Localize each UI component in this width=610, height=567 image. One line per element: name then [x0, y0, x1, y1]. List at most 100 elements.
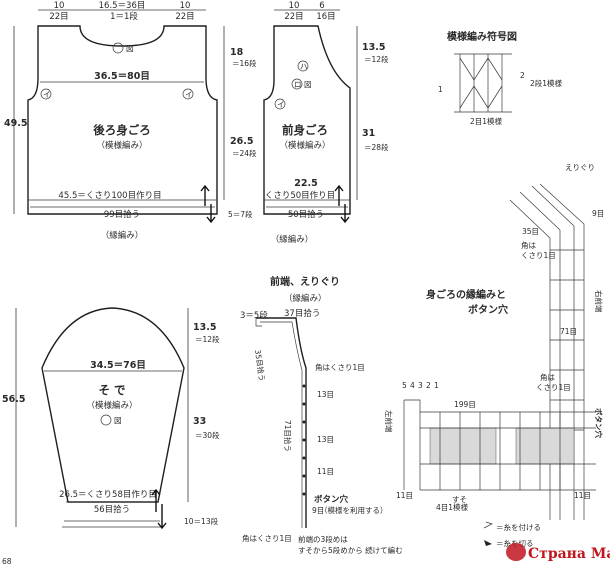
border-row-1: 1: [434, 381, 439, 390]
border-row-3: 3: [418, 381, 423, 390]
neckband-piece: 前端、えりぐり （縁編み） 3＝5段 37目拾う 35目拾う 角はくさり1目 1…: [240, 275, 403, 555]
attach-yarn-icon: [483, 521, 493, 529]
logo-text: Страна Мам: [528, 546, 610, 562]
symbol-repeat: 2目1模様: [470, 116, 503, 126]
front-bottom-cast: くさり50目作り目: [265, 190, 335, 201]
front-title: 前身ごろ: [282, 123, 328, 137]
neckband-title: 前端、えりぐり: [270, 275, 340, 288]
down-arrow-icon: [206, 204, 216, 224]
sleeve-pattern: （模様編み）: [86, 400, 137, 411]
border-n11b: 11目: [574, 491, 591, 500]
border-title-a: 身ごろの縁編みと: [426, 288, 506, 301]
border-chart: 身ごろの縁編みと ボタン穴 えりぐり 35目 9目 角は くさり1目 右前端 7…: [384, 163, 604, 548]
symbol-row1: 1: [438, 85, 443, 94]
border-row-5: 5: [402, 381, 407, 390]
border-row-2: 2: [426, 381, 431, 390]
border-n199: 199目: [454, 400, 476, 409]
sleeve-top: 13.5: [193, 322, 216, 333]
border-row-4: 4: [410, 381, 415, 390]
neckband-pick-a: 37目拾う: [284, 308, 320, 319]
back-height-total: 49.5: [4, 118, 27, 129]
neckband-pick-c: 71目拾う: [283, 420, 293, 452]
back-chart-ref: 図: [126, 44, 134, 53]
neckband-n11: 11目: [317, 467, 334, 476]
hem-fill-left: [429, 427, 497, 465]
back-sub-mid: 1＝1段: [110, 11, 138, 22]
front-outline: [263, 25, 351, 215]
back-h26b: ＝24段: [232, 148, 257, 158]
neckband-edge: （縁編み）: [284, 293, 327, 304]
border-corner: 角は: [521, 240, 536, 250]
border-n9: 9目: [592, 209, 604, 218]
back-sub-right: 22目: [175, 12, 194, 22]
symbol-row2: 2: [520, 71, 525, 80]
front-pattern: （模様編み）: [279, 140, 330, 151]
symbol-chart: 模様編み符号図 1 2 2段1模様 2目1模様: [438, 30, 563, 126]
front-mark-ha: ハ: [300, 62, 308, 71]
back-bottom-pick: 99目拾う: [104, 209, 140, 220]
front-h13b: ＝12段: [364, 54, 389, 64]
back-top-mid: 16.5＝36目: [99, 1, 146, 11]
border-collar: えりぐり: [565, 163, 595, 172]
border-buttonhole: ボタン穴: [594, 408, 604, 438]
sleeve-outline: [41, 307, 185, 503]
symbol-row-repeat: 2段1模様: [530, 78, 563, 88]
down-arrow-icon: [340, 204, 350, 224]
border-right-front: 右前端: [594, 290, 604, 313]
border-n35: 35目: [522, 227, 539, 236]
border-corner4: くさり1目: [536, 383, 571, 392]
up-arrow-icon: [334, 184, 344, 206]
back-pattern: （模様編み）: [96, 140, 147, 151]
back-sub-left: 22目: [49, 12, 68, 22]
front-body-piece: 10 6 22目 16目 ハ ロ 図 イ 前身ごろ （模様編み） 13.5 ＝1…: [263, 1, 389, 245]
symbol-chart-stitches: [454, 53, 512, 113]
back-top-left: 10: [54, 1, 65, 11]
neckband-n13b: 13目: [317, 435, 334, 444]
border-n11a: 11目: [396, 491, 413, 500]
down-arrow-icon: [157, 504, 167, 530]
sleeve-h33: 33: [193, 416, 206, 427]
back-h18b: ＝16段: [232, 58, 257, 68]
front-mark-ro: ロ: [294, 80, 302, 89]
neckband-corner-top: 角はくさり1目: [315, 362, 365, 372]
sleeve-h33b: ＝30段: [195, 430, 220, 440]
border-legend1: ＝糸を付ける: [496, 522, 541, 532]
border-title-b: ボタン穴: [468, 303, 508, 316]
front-chart-ref: 図: [304, 80, 312, 89]
sleeve-bottom-pick: 56目拾う: [94, 504, 130, 515]
back-circle-a: イ: [43, 90, 51, 99]
front-top-right: 6: [319, 1, 324, 11]
border-n71: 71目: [560, 327, 577, 336]
border-left-front: 左前端: [384, 410, 394, 433]
back-h26: 26.5: [230, 136, 253, 147]
front-top-left: 10: [289, 1, 300, 11]
cut-yarn-icon: [484, 540, 492, 546]
sleeve-chart-ref: 図: [114, 416, 122, 425]
sleeve-width: 34.5＝76目: [90, 360, 146, 371]
border-corner2: くさり1目: [521, 251, 556, 260]
sleeve-height-total: 56.5: [2, 394, 25, 405]
up-arrow-icon: [151, 488, 161, 512]
symbol-chart-title: 模様編み符号図: [447, 30, 517, 43]
back-width: 36.5＝80目: [94, 71, 150, 82]
neckband-buttonhole-note: （模様を利用する）: [320, 505, 388, 515]
back-outline: [27, 25, 218, 215]
back-h18: 18: [230, 47, 244, 58]
back-top-right: 10: [180, 1, 191, 11]
front-sub-right: 16目: [316, 12, 335, 22]
border-corner3: 角は: [540, 372, 555, 382]
front-edge: （縁編み）: [271, 234, 314, 245]
neckband-buttonhole: ボタン穴: [314, 494, 349, 505]
watermark-logo: Страна Мам: [506, 543, 610, 562]
neckband-pick-b: 35目拾う: [253, 349, 267, 382]
buttonhole-markers: [302, 384, 306, 496]
front-circle: イ: [277, 100, 285, 109]
front-bottom-pick: 50目拾う: [288, 209, 324, 220]
neckband-rows: 3＝5段: [240, 310, 268, 321]
front-h31: 31: [362, 128, 375, 139]
neckband-n13a: 13目: [317, 390, 334, 399]
sleeve-bottom-cast: 26.5＝くさり58目作り目: [59, 489, 157, 500]
sleeve-piece: 34.5＝76目 そ で （模様編み） 図 13.5 ＝12段 33 ＝30段 …: [2, 307, 220, 530]
sleeve-h10: 10＝13段: [184, 516, 219, 526]
